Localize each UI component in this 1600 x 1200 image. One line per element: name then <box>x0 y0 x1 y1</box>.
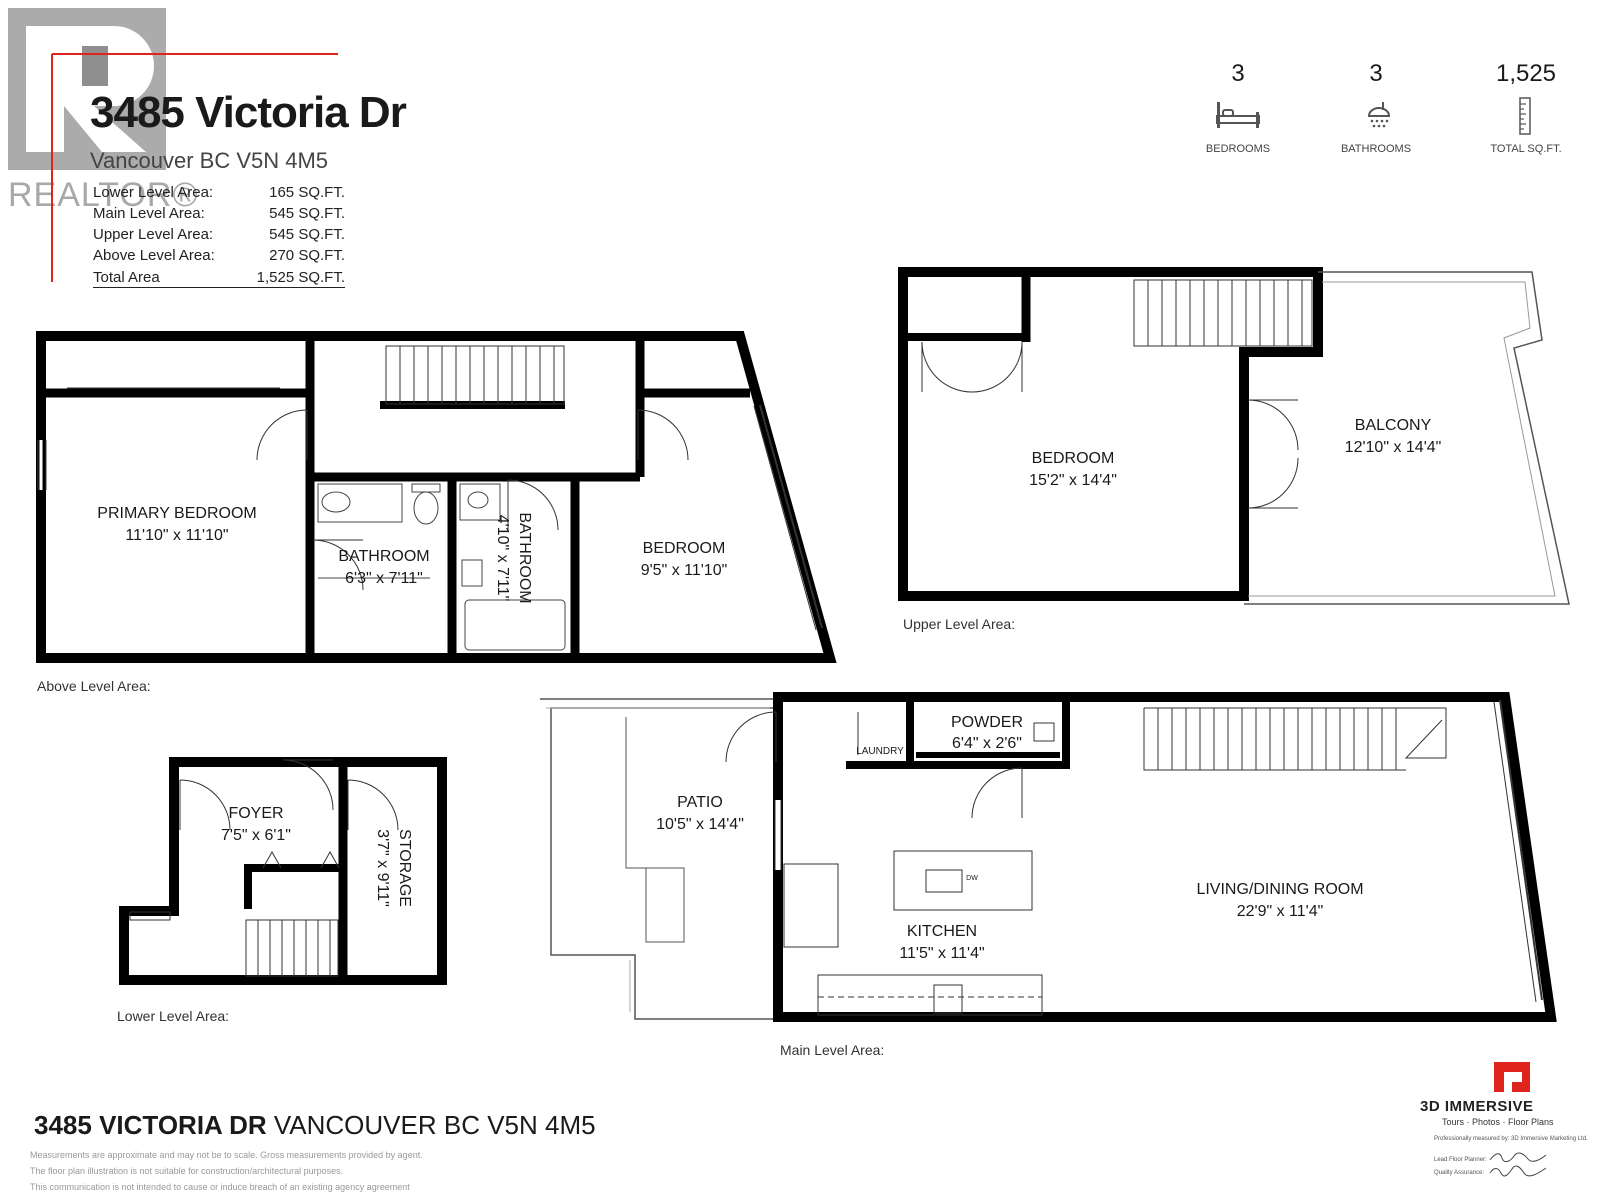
above-level-walls <box>36 331 837 663</box>
dishwasher-label: DW <box>966 875 978 882</box>
room-labels: PRIMARY BEDROOM 11'10" x 11'10" BATHROOM… <box>97 417 1441 962</box>
main-level-label: Main Level Area: <box>780 1042 885 1058</box>
realtor-watermark: REALTOR® <box>8 176 199 214</box>
corner-accent <box>51 53 338 282</box>
bed-icon <box>1215 100 1261 135</box>
patio-size: 10'5" x 14'4" <box>656 816 744 833</box>
sqft-label: TOTAL SQ.FT. <box>1490 143 1562 155</box>
bedroom-above-name: BEDROOM <box>643 540 726 557</box>
powder-size: 6'4" x 2'6" <box>952 735 1022 752</box>
balcony-name: BALCONY <box>1355 417 1432 434</box>
bathrooms-count: 3 <box>1369 60 1383 87</box>
foyer-name: FOYER <box>228 805 283 822</box>
main-stairs <box>1143 707 1447 771</box>
area-value: 270 SQ.FT. <box>269 247 345 264</box>
area-row: Above Level Area: 270 SQ.FT. <box>93 247 345 264</box>
bathroom-a-size: 6'3" x 7'11" <box>345 570 423 587</box>
main-level-walls <box>773 692 1557 1022</box>
bedroom-above-size: 9'5" x 11'10" <box>641 562 728 579</box>
ruler-icon <box>1518 97 1534 140</box>
laundry-name: LAUNDRY <box>856 746 904 757</box>
upper-stairs <box>1133 279 1313 347</box>
brand-tagline: Tours · Photos · Floor Plans <box>1442 1117 1554 1127</box>
footer-address: 3485 VICTORIA DR VANCOUVER BC V5N 4M5 <box>34 1110 596 1141</box>
living-size: 22'9" x 11'4" <box>1237 903 1324 920</box>
brand-name: 3D IMMERSIVE <box>1420 1098 1534 1115</box>
area-label: Lower Level Area: <box>93 184 214 201</box>
area-total-row: Total Area 1,525 SQ.FT. <box>93 269 345 288</box>
kitchen-size: 11'5" x 11'4" <box>899 945 984 962</box>
footer-address-street: 3485 VICTORIA DR <box>34 1110 267 1140</box>
area-label: Upper Level Area: <box>93 226 214 243</box>
patio-name: PATIO <box>677 794 723 811</box>
disclaimer-line: Measurements are approximate and may not… <box>30 1150 423 1160</box>
lower-level-label: Lower Level Area: <box>117 1008 230 1024</box>
living-name: LIVING/DINING ROOM <box>1196 881 1363 898</box>
qa-label: Quality Assurance: <box>1434 1170 1485 1176</box>
area-value: 165 SQ.FT. <box>269 184 345 201</box>
bedroom-upper-size: 15'2" x 14'4" <box>1029 472 1117 489</box>
disclaimer-line: This communication is not intended to ca… <box>30 1182 410 1192</box>
area-value: 545 SQ.FT. <box>269 205 345 222</box>
area-label: Main Level Area: <box>93 205 205 222</box>
bathroom-a-name: BATHROOM <box>338 548 429 565</box>
realtor-logo <box>8 8 166 170</box>
lead-planner-signature <box>1488 1150 1548 1169</box>
area-label: Above Level Area: <box>93 247 215 264</box>
brand-credit: Professionally measured by: 3D Immersive… <box>1434 1136 1588 1142</box>
storage-size: 3'7" x 9'11" <box>374 829 391 907</box>
powder-name: POWDER <box>951 714 1023 731</box>
qa-signature <box>1488 1164 1548 1183</box>
area-row: Upper Level Area: 545 SQ.FT. <box>93 226 345 243</box>
total-value: 1,525 SQ.FT. <box>256 269 345 286</box>
bathroom-b-size: 4'10" x 7'11" <box>494 515 511 602</box>
foyer-size: 7'5" x 6'1" <box>221 827 291 844</box>
3d-immersive-logo-icon <box>1492 1060 1532 1099</box>
upper-level-label: Upper Level Area: <box>903 616 1016 632</box>
primary-bedroom-name: PRIMARY BEDROOM <box>97 505 256 522</box>
bedrooms-label: BEDROOMS <box>1205 143 1271 155</box>
bathroom-b-name: BATHROOM <box>516 512 533 603</box>
shower-icon <box>1361 100 1391 137</box>
above-level-label: Above Level Area: <box>37 678 151 694</box>
lead-planner-label: Lead Floor Planner: <box>1434 1157 1487 1163</box>
upper-level-walls <box>898 267 1323 601</box>
disclaimer-line: The floor plan illustration is not suita… <box>30 1166 344 1176</box>
sqft-count: 1,525 <box>1495 60 1557 87</box>
area-row: Lower Level Area: 165 SQ.FT. <box>93 184 345 201</box>
bedrooms-count: 3 <box>1231 60 1245 87</box>
above-stairs <box>385 345 565 405</box>
primary-bedroom-size: 11'10" x 11'10" <box>125 527 228 544</box>
lower-stairs <box>129 759 399 977</box>
balcony-size: 12'10" x 14'4" <box>1345 439 1442 456</box>
bedroom-upper-name: BEDROOM <box>1032 450 1115 467</box>
area-value: 545 SQ.FT. <box>269 226 345 243</box>
bathrooms-label: BATHROOMS <box>1340 143 1412 155</box>
kitchen-name: KITCHEN <box>907 923 977 940</box>
footer-address-city: VANCOUVER BC V5N 4M5 <box>273 1110 596 1140</box>
area-row: Main Level Area: 545 SQ.FT. <box>93 205 345 222</box>
property-title: 3485 Victoria Dr <box>90 88 407 137</box>
total-label: Total Area <box>93 269 160 286</box>
lower-level-walls <box>119 757 447 985</box>
property-subtitle: Vancouver BC V5N 4M5 <box>90 148 329 173</box>
storage-name: STORAGE <box>396 829 413 907</box>
